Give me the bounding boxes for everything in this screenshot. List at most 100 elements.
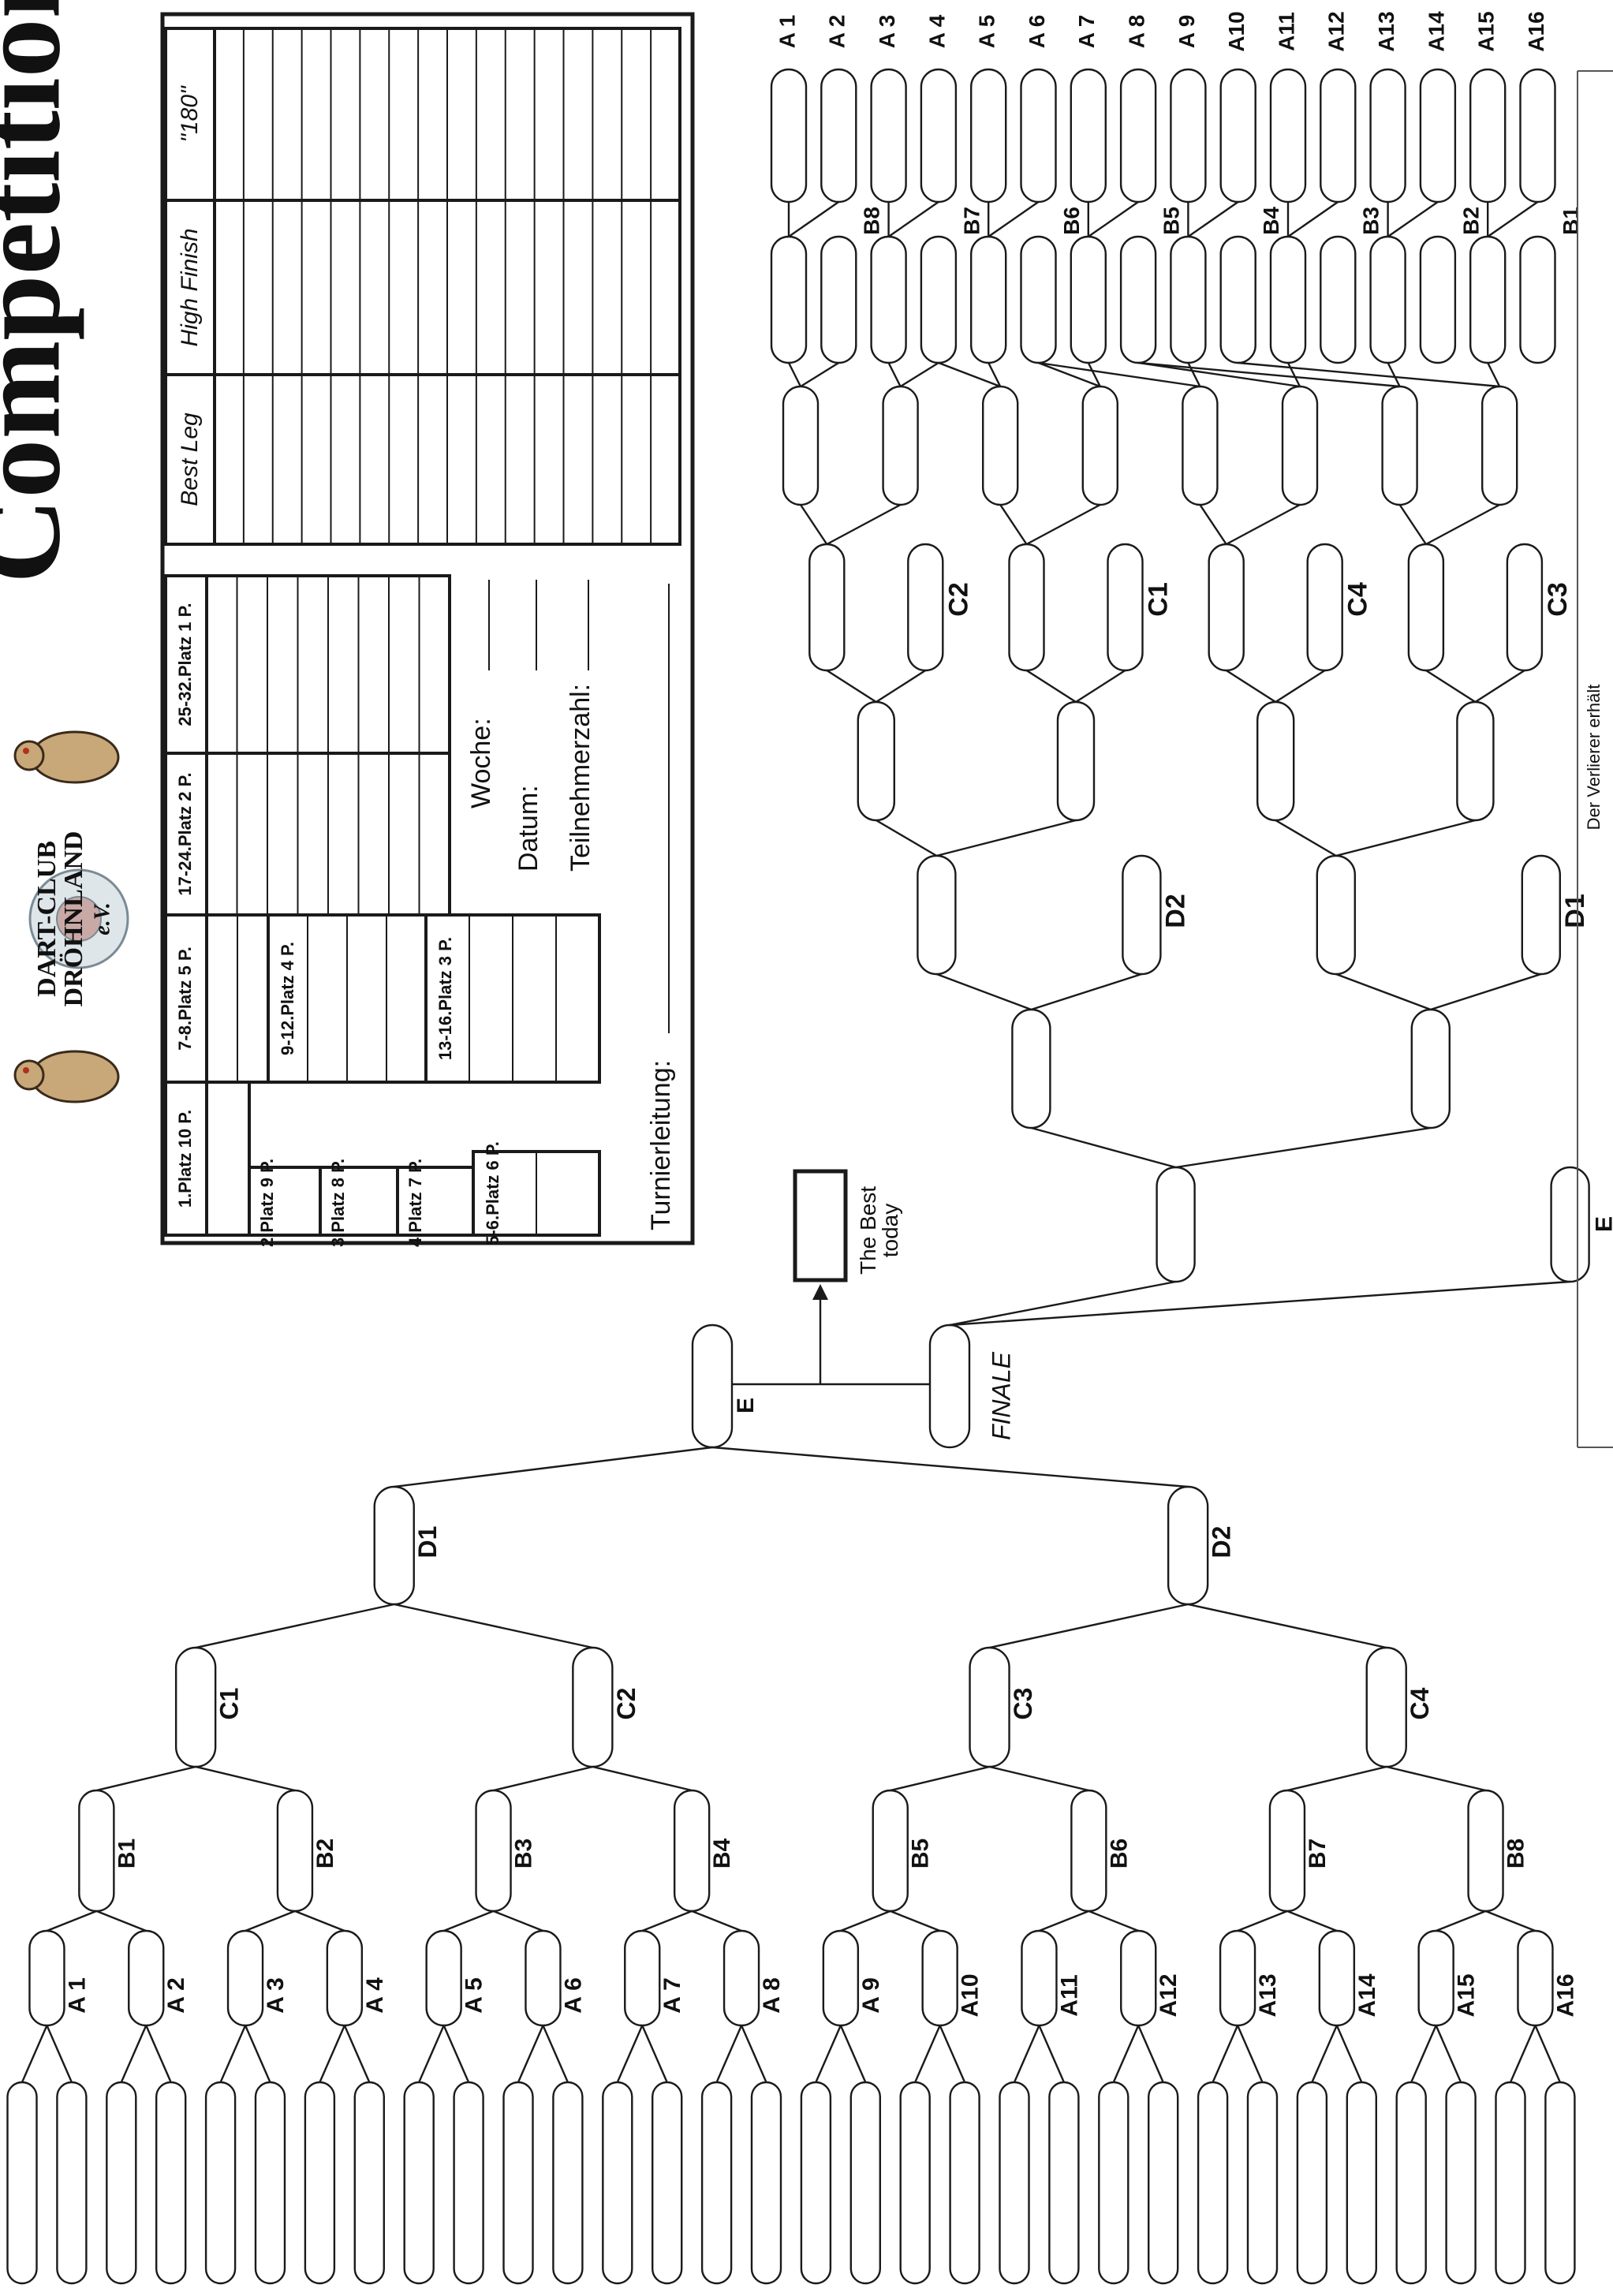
entry-slot[interactable]: [1496, 2082, 1525, 2283]
entry-slot[interactable]: [1545, 2082, 1574, 2283]
best-today-box[interactable]: [795, 1171, 846, 1280]
loser-round-a-slot[interactable]: [1320, 69, 1355, 202]
loser-round-a-slot[interactable]: [1071, 69, 1106, 202]
round-b-slot[interactable]: [278, 1790, 312, 1911]
round-d-slot[interactable]: [1168, 1487, 1208, 1604]
loser-c-drop-slot[interactable]: [908, 544, 943, 670]
loser-round-4-slot[interactable]: [858, 702, 894, 820]
entry-slot[interactable]: [1397, 2082, 1426, 2283]
round-a-slot[interactable]: [129, 1931, 163, 2025]
loser-round-2-slot[interactable]: [783, 386, 818, 505]
round-a-slot[interactable]: [1220, 1931, 1255, 2025]
round-a-slot[interactable]: [1320, 1931, 1354, 2025]
loser-round-a-slot[interactable]: [1271, 69, 1305, 202]
loser-round-a-slot[interactable]: [1221, 69, 1256, 202]
loser-round-6-slot[interactable]: [1412, 1010, 1450, 1128]
loser-b-drop-slot[interactable]: [921, 237, 956, 363]
loser-c-drop-slot[interactable]: [1108, 544, 1143, 670]
round-b-slot[interactable]: [873, 1790, 908, 1911]
loser-round-2-slot[interactable]: [1383, 386, 1417, 505]
entry-slot[interactable]: [57, 2082, 86, 2283]
entry-slot[interactable]: [801, 2082, 831, 2283]
round-b-slot[interactable]: [1270, 1790, 1305, 1911]
loser-round-a-slot[interactable]: [1371, 69, 1406, 202]
loser-b-drop-slot[interactable]: [1121, 237, 1156, 363]
round-b-slot[interactable]: [674, 1790, 709, 1911]
entry-slot[interactable]: [1248, 2082, 1277, 2283]
loser-b-drop-slot[interactable]: [821, 237, 856, 363]
loser-round-a-slot[interactable]: [1021, 69, 1056, 202]
loser-round-a-slot[interactable]: [921, 69, 956, 202]
loser-round-7-slot[interactable]: [1157, 1167, 1195, 1282]
loser-round-5-slot[interactable]: [1317, 856, 1355, 974]
round-e-slot[interactable]: [693, 1325, 732, 1447]
round-a-slot[interactable]: [625, 1931, 659, 2025]
entry-slot[interactable]: [206, 2082, 235, 2283]
loser-round-a-slot[interactable]: [971, 69, 1006, 202]
loser-merge-slot[interactable]: [1271, 237, 1305, 363]
entry-slot[interactable]: [355, 2082, 384, 2283]
round-a-slot[interactable]: [327, 1931, 362, 2025]
loser-merge-slot[interactable]: [1470, 237, 1505, 363]
loser-b-drop-slot[interactable]: [1320, 237, 1355, 363]
entry-slot[interactable]: [901, 2082, 930, 2283]
entry-slot[interactable]: [1297, 2082, 1327, 2283]
loser-round-4-slot[interactable]: [1257, 702, 1294, 820]
entry-slot[interactable]: [1198, 2082, 1227, 2283]
round-b-slot[interactable]: [476, 1790, 511, 1911]
loser-merge-slot[interactable]: [1371, 237, 1406, 363]
round-a-slot[interactable]: [1121, 1931, 1156, 2025]
final-slot[interactable]: [930, 1325, 969, 1447]
round-a-slot[interactable]: [525, 1931, 560, 2025]
loser-round-2-slot[interactable]: [1182, 386, 1217, 505]
entry-slot[interactable]: [1447, 2082, 1476, 2283]
loser-b-drop-slot[interactable]: [1521, 237, 1555, 363]
entry-slot[interactable]: [1000, 2082, 1029, 2283]
loser-e-drop-slot[interactable]: [1551, 1167, 1589, 1282]
loser-round-a-slot[interactable]: [1421, 69, 1455, 202]
round-a-slot[interactable]: [427, 1931, 461, 2025]
loser-round-2-slot[interactable]: [1083, 386, 1118, 505]
round-a-slot[interactable]: [923, 1931, 958, 2025]
loser-merge-slot[interactable]: [1071, 237, 1106, 363]
entry-slot[interactable]: [1347, 2082, 1376, 2283]
round-a-slot[interactable]: [1021, 1931, 1056, 2025]
round-b-slot[interactable]: [1071, 1790, 1106, 1911]
loser-round-3-slot[interactable]: [1010, 544, 1044, 670]
entry-slot[interactable]: [1148, 2082, 1178, 2283]
entry-slot[interactable]: [752, 2082, 781, 2283]
loser-round-2-slot[interactable]: [983, 386, 1017, 505]
loser-d-drop-slot[interactable]: [1522, 856, 1560, 974]
entry-slot[interactable]: [305, 2082, 334, 2283]
round-a-slot[interactable]: [29, 1931, 64, 2025]
round-c-slot[interactable]: [970, 1648, 1010, 1767]
loser-round-a-slot[interactable]: [872, 69, 906, 202]
loser-round-a-slot[interactable]: [1171, 69, 1205, 202]
loser-round-a-slot[interactable]: [771, 69, 806, 202]
loser-round-a-slot[interactable]: [1521, 69, 1555, 202]
loser-merge-slot[interactable]: [771, 237, 806, 363]
loser-round-3-slot[interactable]: [1209, 544, 1244, 670]
loser-c-drop-slot[interactable]: [1308, 544, 1342, 670]
entry-slot[interactable]: [851, 2082, 880, 2283]
loser-round-5-slot[interactable]: [917, 856, 955, 974]
loser-round-4-slot[interactable]: [1058, 702, 1094, 820]
loser-d-drop-slot[interactable]: [1122, 856, 1160, 974]
entry-slot[interactable]: [603, 2082, 632, 2283]
entry-slot[interactable]: [702, 2082, 731, 2283]
loser-round-2-slot[interactable]: [883, 386, 918, 505]
loser-b-drop-slot[interactable]: [1021, 237, 1056, 363]
loser-b-drop-slot[interactable]: [1221, 237, 1256, 363]
round-a-slot[interactable]: [823, 1931, 858, 2025]
loser-merge-slot[interactable]: [872, 237, 906, 363]
entry-slot[interactable]: [256, 2082, 285, 2283]
entry-slot[interactable]: [950, 2082, 980, 2283]
round-a-slot[interactable]: [724, 1931, 759, 2025]
round-c-slot[interactable]: [1367, 1648, 1406, 1767]
entry-slot[interactable]: [553, 2082, 582, 2283]
loser-merge-slot[interactable]: [1171, 237, 1205, 363]
loser-b-drop-slot[interactable]: [1421, 237, 1455, 363]
loser-round-a-slot[interactable]: [821, 69, 856, 202]
loser-round-6-slot[interactable]: [1012, 1010, 1050, 1128]
entry-slot[interactable]: [1049, 2082, 1078, 2283]
